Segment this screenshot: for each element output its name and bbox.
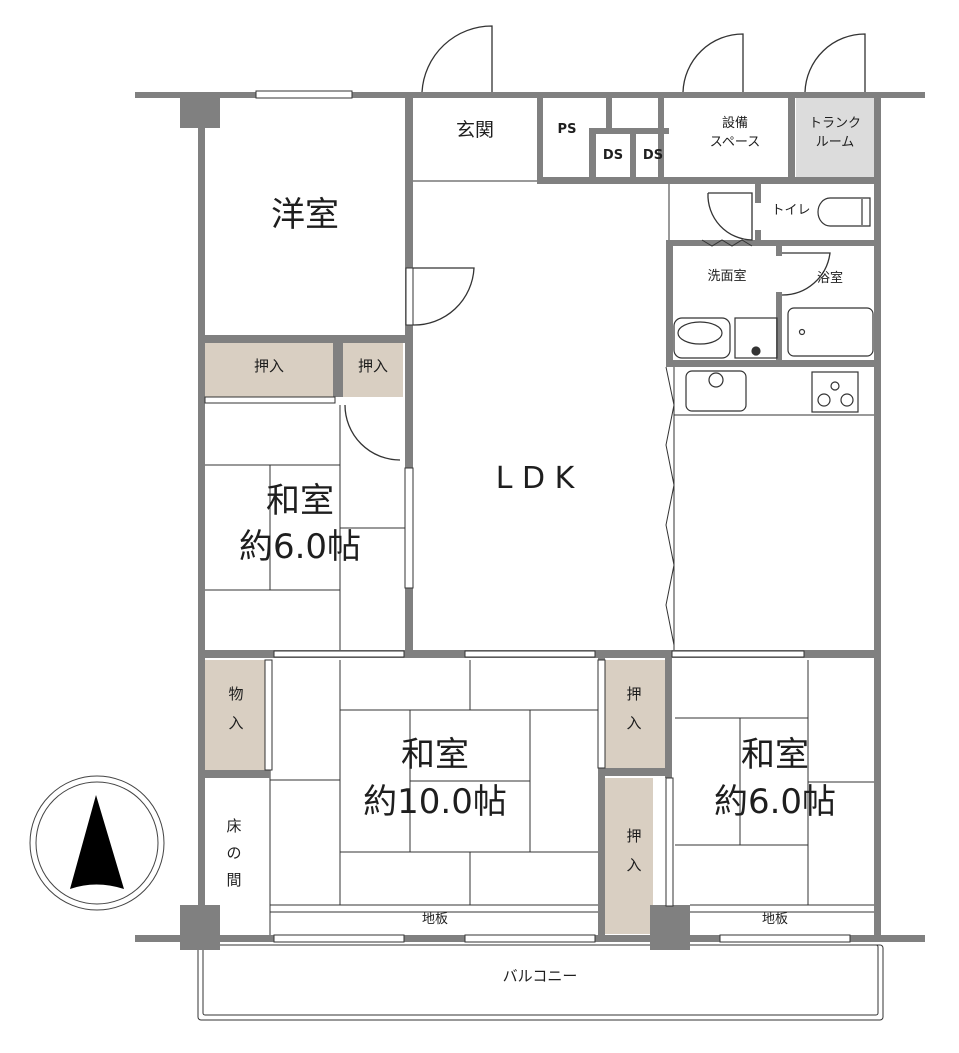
ds-label-1: DS — [602, 148, 624, 163]
ds-label-2: DS — [642, 148, 664, 163]
japanese-room-2-label: 和室 — [401, 735, 469, 775]
washer-pan-icon — [734, 317, 778, 359]
japanese-room-3-label: 和室 — [741, 735, 809, 775]
closet-fill-3 — [605, 660, 665, 768]
japanese-room-1-size: 約6.0帖 — [238, 527, 362, 567]
western-room-label: 洋室 — [271, 195, 339, 235]
bathtub-icon — [787, 307, 874, 357]
washbasin-icon — [673, 317, 731, 359]
trunk-room-label-2: ルーム — [815, 135, 855, 150]
closet-label-1: 押入 — [253, 357, 284, 375]
tokonoma-label-3: 間 — [226, 871, 242, 889]
tokonoma-label-1: 床 — [226, 817, 242, 835]
bathroom-label: 浴室 — [816, 271, 843, 286]
washroom-label: 洗面室 — [707, 269, 747, 284]
closet-3-label-2: 入 — [626, 714, 642, 732]
stove-icon — [811, 371, 859, 413]
equipment-space-label-2: スペース — [709, 135, 761, 150]
floorboard-label-1: 地板 — [421, 912, 448, 927]
closet-fill-1 — [205, 342, 333, 397]
japanese-room-3-size: 約6.0帖 — [713, 782, 837, 822]
floorboard-label-2: 地板 — [761, 912, 788, 927]
closet-4-label-1: 押 — [626, 827, 642, 845]
trunk-room-fill — [796, 97, 874, 177]
closet-label-2: 押入 — [357, 357, 388, 375]
closet-fill-2 — [343, 342, 403, 397]
entrance-label: 玄関 — [455, 119, 494, 141]
trunk-room-label-1: トランク — [808, 116, 861, 131]
toilet-icon — [817, 197, 871, 227]
equipment-space-label-1: 設備 — [721, 116, 748, 131]
north-arrow-icon — [29, 775, 165, 911]
closet-3-label-1: 押 — [626, 685, 642, 703]
storage-label-2: 入 — [228, 714, 244, 732]
kitchen-sink-icon — [685, 370, 747, 412]
closet-fill-4 — [605, 778, 653, 934]
ps-label: PS — [557, 122, 577, 137]
ldk-label: L D K — [495, 461, 575, 496]
japanese-room-2-size: 約10.0帖 — [363, 782, 507, 822]
closet-4-label-2: 入 — [626, 856, 642, 874]
toilet-label: トイレ — [771, 203, 811, 218]
japanese-room-1-label: 和室 — [266, 481, 334, 521]
storage-fill — [205, 660, 267, 770]
balcony-label: バルコニー — [502, 967, 578, 985]
storage-label-1: 物 — [228, 685, 244, 703]
tokonoma-label-2: の — [226, 844, 242, 862]
